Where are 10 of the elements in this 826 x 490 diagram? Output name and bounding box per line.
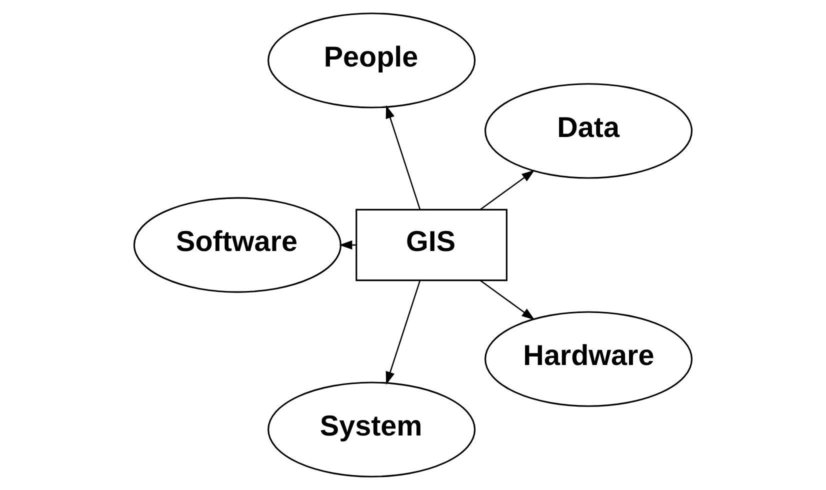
arrow — [386, 105, 421, 210]
node-ellipse: System — [268, 382, 476, 478]
node-ellipse: Data — [484, 83, 693, 179]
arrow — [480, 170, 535, 210]
node-ellipse: Hardware — [484, 311, 693, 407]
node-box: GIS — [356, 208, 508, 282]
arrow — [386, 280, 421, 385]
node-ellipse: Software — [133, 197, 342, 293]
arrow — [480, 280, 535, 320]
node-ellipse: People — [268, 12, 476, 108]
